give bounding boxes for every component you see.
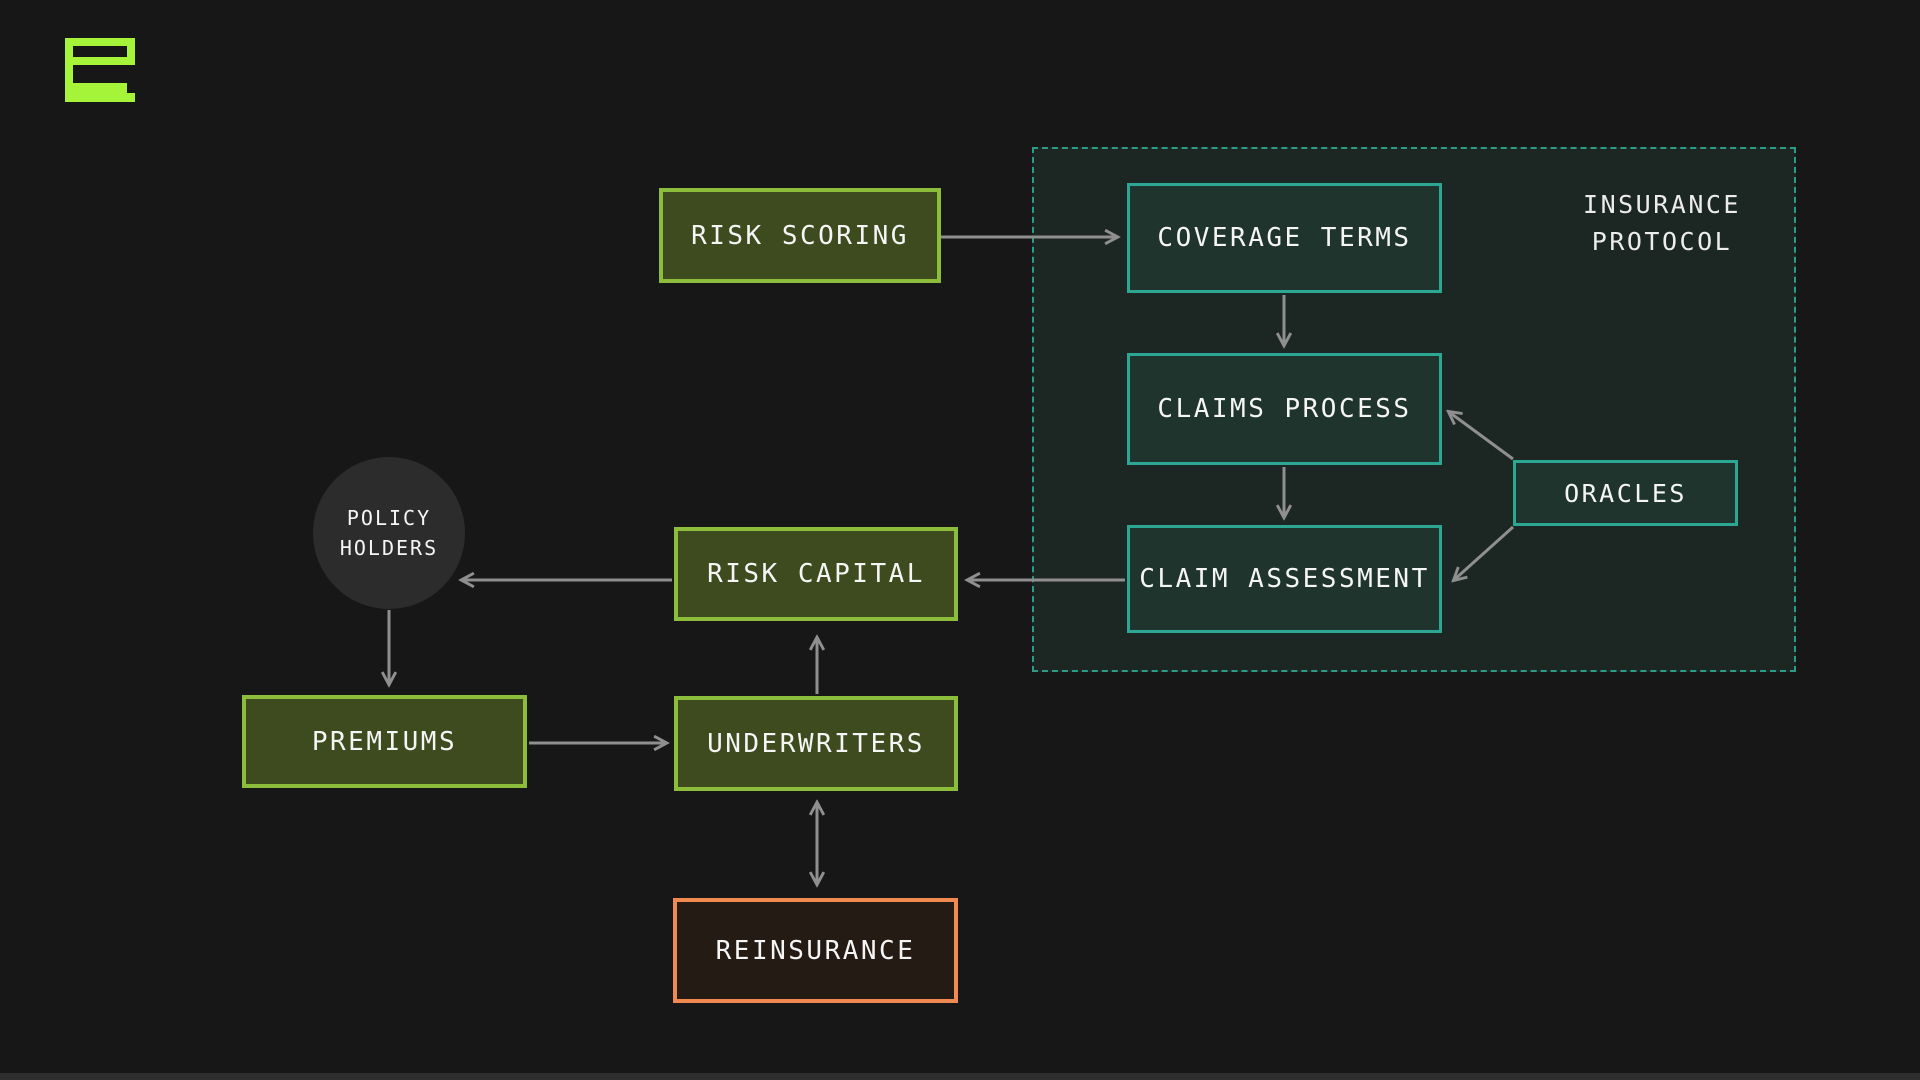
node-reinsurance: REINSURANCE (673, 898, 958, 1003)
node-risk-capital: RISK CAPITAL (674, 527, 958, 621)
node-label: COVERAGE TERMS (1157, 223, 1412, 253)
bottom-edge-strip (0, 1073, 1920, 1080)
node-label: CLAIM ASSESSMENT (1139, 564, 1430, 594)
node-policy-holders: POLICY HOLDERS (313, 457, 465, 609)
node-label-line1: POLICY (346, 506, 432, 530)
node-underwriters: UNDERWRITERS (674, 696, 958, 791)
logo-bar (65, 38, 73, 102)
node-oracles: ORACLES (1513, 460, 1738, 526)
logo-bar (65, 38, 135, 46)
node-claims-process: CLAIMS PROCESS (1127, 353, 1442, 465)
node-coverage-terms: COVERAGE TERMS (1127, 183, 1442, 293)
node-claim-assessment: CLAIM ASSESSMENT (1127, 525, 1442, 633)
logo-bar (73, 57, 135, 65)
node-label: RISK SCORING (691, 220, 909, 251)
logo-bar (73, 83, 127, 93)
logo-bar (127, 38, 135, 65)
node-label: PREMIUMS (311, 726, 458, 757)
logo-bar (65, 93, 135, 102)
brand-logo-icon (65, 38, 135, 102)
insurance-protocol-title: INSURANCE PROTOCOL (1583, 190, 1741, 256)
node-label: REINSURANCE (715, 935, 916, 966)
node-label: ORACLES (1564, 478, 1687, 508)
node-label: CLAIMS PROCESS (1157, 394, 1412, 424)
node-label: RISK CAPITAL (707, 559, 925, 589)
node-risk-scoring: RISK SCORING (659, 188, 941, 283)
node-premiums: PREMIUMS (242, 695, 527, 788)
node-label: UNDERWRITERS (707, 728, 925, 759)
node-label-line2: HOLDERS (339, 536, 439, 560)
